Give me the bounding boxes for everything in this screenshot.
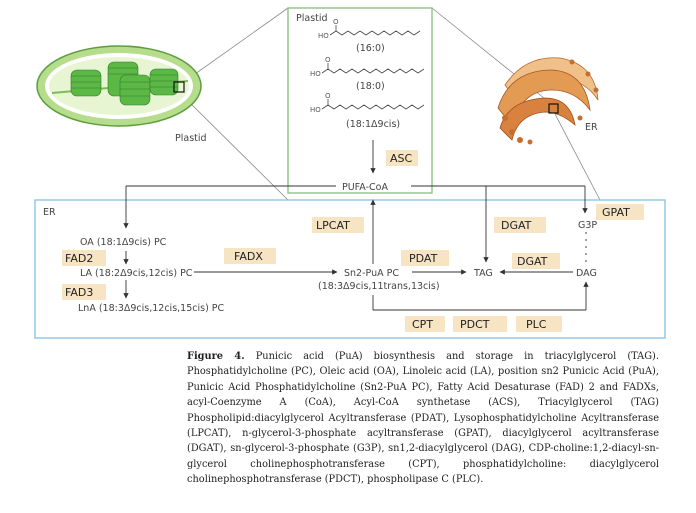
enzyme-lpcat: LPCAT — [312, 217, 364, 233]
enzyme-dgat-top: DGAT — [494, 217, 546, 233]
svg-text:LPCAT: LPCAT — [316, 219, 350, 232]
svg-text:ASC: ASC — [390, 152, 413, 165]
enzyme-pdat: PDAT — [401, 250, 449, 266]
svg-text:PDCT: PDCT — [460, 318, 490, 331]
svg-text:GPAT: GPAT — [602, 206, 630, 219]
fatty-acid-18-0-label: (18:0) — [356, 81, 385, 92]
er-box-label: ER — [43, 207, 56, 218]
fatty-acid-18-1: HO O (18:1Δ9cis) — [310, 92, 425, 130]
node-la-pc: LA (18:2Δ9cis,12cis) PC — [80, 268, 193, 279]
node-tag: TAG — [473, 268, 493, 279]
svg-text:DGAT: DGAT — [517, 255, 548, 268]
er-zoom-square — [548, 103, 559, 114]
svg-text:PLC: PLC — [526, 318, 547, 331]
node-oa-pc: OA (18:1Δ9cis) PC — [80, 237, 167, 248]
figure-label: Figure 4. — [187, 351, 245, 362]
enzyme-pdct: PDCT — [453, 316, 507, 332]
chloroplast-label: Plastid — [175, 133, 207, 144]
node-pufa-coa: PUFA-CoA — [342, 182, 388, 193]
svg-text:CPT: CPT — [412, 318, 433, 331]
enzyme-plc: PLC — [516, 316, 562, 332]
pathway-arrows — [123, 140, 589, 311]
svg-text:O: O — [325, 92, 331, 100]
enzyme-fad3: FAD3 — [62, 284, 106, 300]
svg-text:FAD2: FAD2 — [65, 252, 93, 265]
node-sn2-pua-pc-detail: (18:3Δ9cis,11trans,13cis) — [318, 281, 440, 292]
er-compartment-box — [34, 199, 666, 339]
enzyme-fadx: FADX — [224, 248, 276, 264]
fatty-acid-16-0-label: (16:0) — [356, 43, 385, 54]
plastid-panel-title: Plastid — [296, 13, 328, 24]
svg-text:DGAT: DGAT — [501, 219, 532, 232]
svg-text:FAD3: FAD3 — [65, 286, 93, 299]
node-dag: DAG — [576, 268, 597, 279]
enzyme-cpt: CPT — [405, 316, 445, 332]
fatty-acid-16-0: HO O (16:0) — [318, 18, 421, 54]
svg-text:O: O — [325, 56, 331, 64]
enzyme-dgat-mid: DGAT — [512, 253, 560, 269]
svg-text:PDAT: PDAT — [409, 252, 438, 265]
svg-text:HO: HO — [310, 106, 321, 114]
svg-text:FADX: FADX — [234, 250, 263, 263]
enzyme-fad2: FAD2 — [62, 250, 106, 266]
chloroplast-illustration — [36, 45, 202, 127]
node-lna-pc: LnA (18:3Δ9cis,12cis,15cis) PC — [78, 303, 225, 314]
chloroplast-zoom-square — [173, 81, 185, 93]
enzyme-asc: ASC — [386, 150, 418, 166]
node-g3p: G3P — [578, 220, 597, 231]
enzyme-gpat: GPAT — [596, 204, 644, 220]
svg-text:HO: HO — [318, 32, 329, 40]
figure-caption: Figure 4. Punicic acid (PuA) biosynthesi… — [187, 349, 659, 488]
er-illustration-label: ER — [585, 122, 598, 133]
fatty-acid-18-0: HO O (18:0) — [310, 56, 425, 92]
svg-text:HO: HO — [310, 70, 321, 78]
fatty-acid-18-1-label: (18:1Δ9cis) — [346, 119, 400, 130]
svg-text:O: O — [333, 18, 339, 26]
er-illustration — [497, 57, 599, 145]
node-sn2-pua-pc: Sn2-PuA PC — [344, 268, 399, 279]
figure-caption-text: Punicic acid (PuA) biosynthesis and stor… — [187, 351, 659, 486]
